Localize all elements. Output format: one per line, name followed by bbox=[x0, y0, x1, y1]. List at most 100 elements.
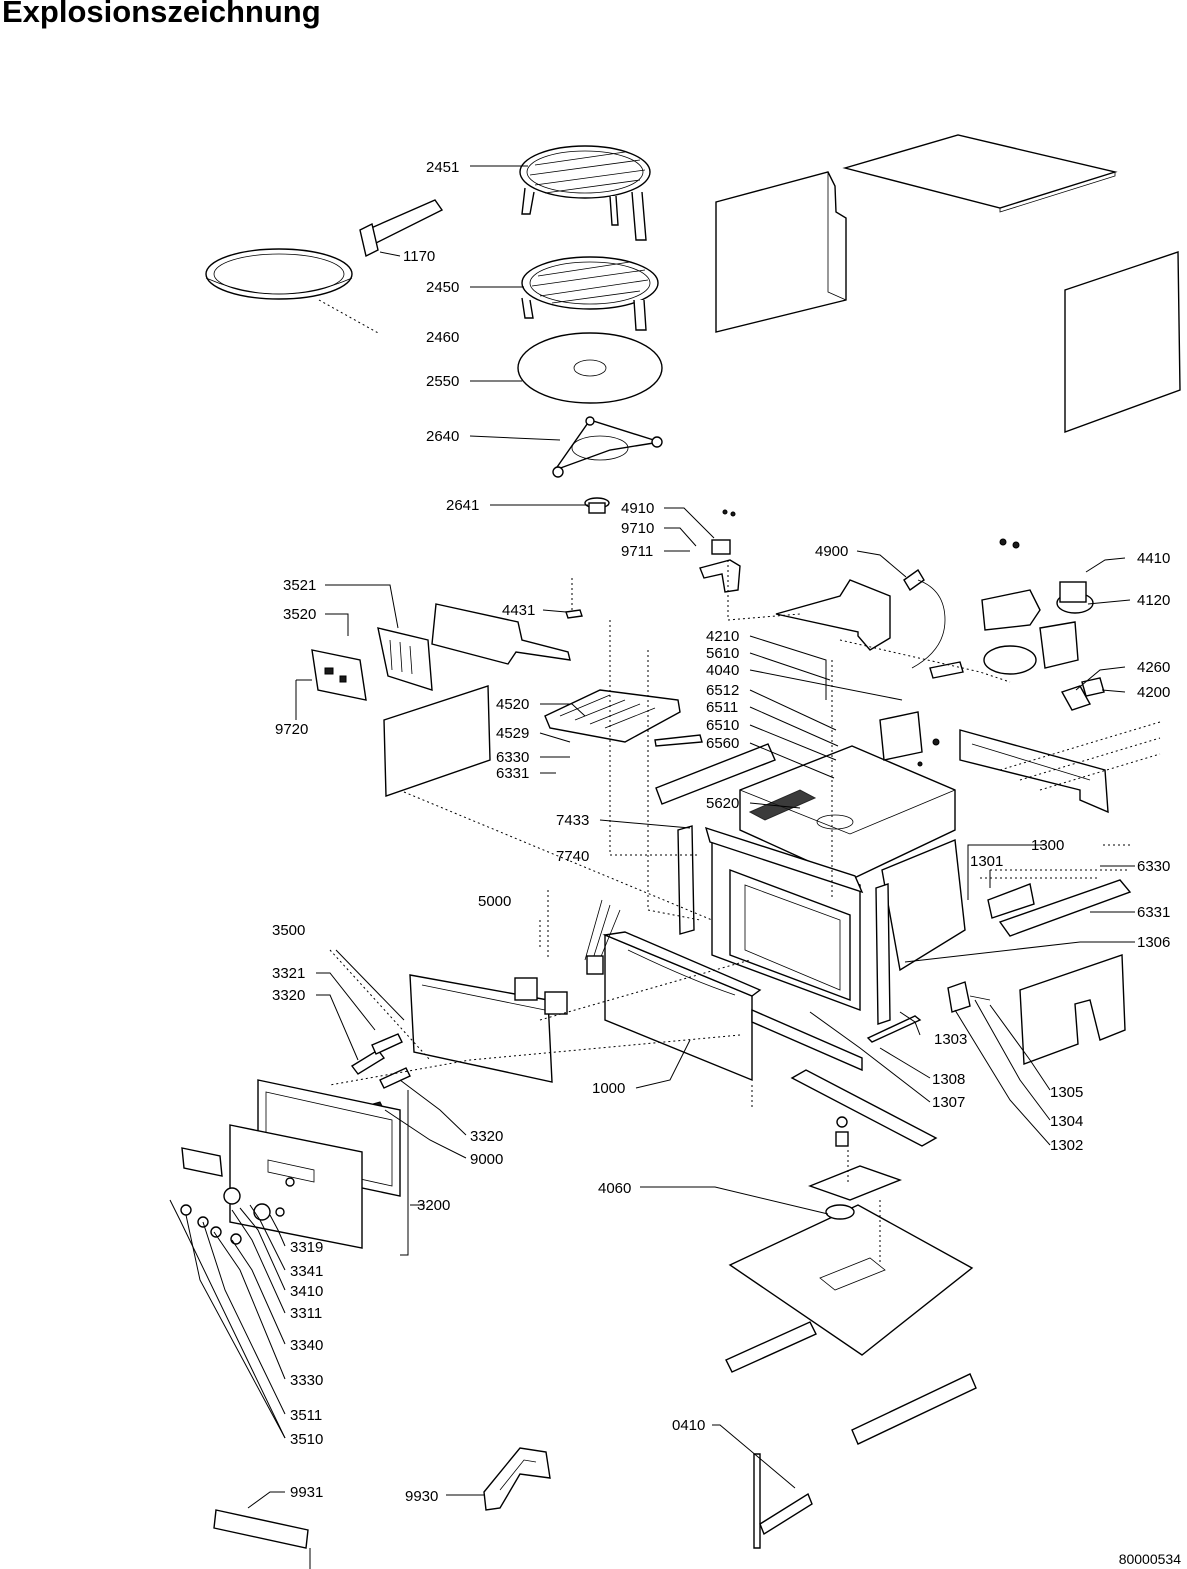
label-4060: 4060 bbox=[598, 1180, 631, 1197]
label-3340: 3340 bbox=[290, 1337, 323, 1354]
label-2641: 2641 bbox=[446, 497, 479, 514]
part-cavity-right-side bbox=[875, 838, 966, 1025]
part-front-frame bbox=[677, 825, 864, 1012]
part-cabinet-side-panel bbox=[715, 171, 847, 333]
assembly-guide-lines bbox=[318, 299, 1161, 1262]
label-4120: 4120 bbox=[1137, 592, 1170, 609]
part-2451-high-rack bbox=[519, 145, 651, 241]
part-3520-pcb bbox=[311, 649, 367, 701]
document-number: 80000534 bbox=[1118, 1551, 1181, 1567]
label-1307: 1307 bbox=[932, 1094, 965, 1111]
part-number-labels: 2451 1170 2450 2460 2550 2640 2641 4910 … bbox=[272, 159, 1170, 1505]
label-3320-upper: 3320 bbox=[272, 987, 305, 1004]
label-3200: 3200 bbox=[417, 1197, 450, 1214]
part-3521-control-board bbox=[377, 627, 433, 691]
label-1303: 1303 bbox=[934, 1031, 967, 1048]
part-4431-clip bbox=[565, 609, 583, 619]
part-1302-microswitch bbox=[947, 981, 991, 1013]
label-1300: 1300 bbox=[1031, 837, 1064, 854]
label-2640: 2640 bbox=[426, 428, 459, 445]
label-4210: 4210 bbox=[706, 628, 739, 645]
label-3410: 3410 bbox=[290, 1283, 323, 1300]
part-cabinet-top-panel bbox=[842, 134, 1118, 213]
part-front-control-panel bbox=[223, 1124, 363, 1249]
label-9710: 9710 bbox=[621, 520, 654, 537]
label-6512: 6512 bbox=[706, 682, 739, 699]
leader-lines bbox=[169, 165, 1135, 1569]
label-2550: 2550 bbox=[426, 373, 459, 390]
label-3511: 3511 bbox=[290, 1407, 322, 1424]
part-right-back-bracket bbox=[959, 729, 1109, 814]
label-3311: 3311 bbox=[290, 1305, 322, 1322]
part-1170-handle bbox=[359, 199, 444, 258]
part-5000-wiring bbox=[584, 899, 621, 975]
label-3321: 3321 bbox=[272, 965, 305, 982]
part-cabinet-back-panel bbox=[1064, 251, 1181, 434]
label-3330: 3330 bbox=[290, 1372, 323, 1389]
label-3341: 3341 bbox=[290, 1263, 323, 1280]
part-4060-base-plate bbox=[728, 1116, 974, 1356]
part-bottom-front-rail bbox=[751, 1008, 863, 1072]
label-7740: 7740 bbox=[556, 848, 589, 865]
label-0410: 0410 bbox=[672, 1417, 705, 1434]
label-3510: 3510 bbox=[290, 1431, 323, 1448]
label-5610: 5610 bbox=[706, 645, 739, 662]
part-1305-insulation bbox=[1019, 954, 1126, 1065]
label-6331-right: 6331 bbox=[1137, 904, 1170, 921]
label-1301: 1301 bbox=[970, 853, 1003, 870]
part-4910-bracket bbox=[699, 509, 741, 593]
label-1000: 1000 bbox=[592, 1080, 625, 1097]
label-6331-left: 6331 bbox=[496, 765, 529, 782]
label-3521: 3521 bbox=[283, 577, 316, 594]
label-3520: 3520 bbox=[283, 606, 316, 623]
part-5620-component bbox=[879, 711, 940, 767]
part-2641-coupler bbox=[584, 497, 610, 514]
label-6511: 6511 bbox=[706, 699, 738, 716]
part-bottom-rail bbox=[790, 1069, 938, 1147]
label-2451: 2451 bbox=[426, 159, 459, 176]
part-4410-motor bbox=[981, 538, 1094, 675]
part-3321-shafts bbox=[350, 1033, 411, 1089]
part-waveguide-cover bbox=[775, 579, 891, 651]
label-4529: 4529 bbox=[496, 725, 529, 742]
label-4260: 4260 bbox=[1137, 659, 1170, 676]
label-2460: 2460 bbox=[426, 329, 459, 346]
label-7433: 7433 bbox=[556, 812, 589, 829]
part-3510-plate bbox=[181, 1147, 223, 1177]
label-9000: 9000 bbox=[470, 1151, 503, 1168]
part-4900-sensor bbox=[903, 568, 964, 679]
part-left-side-plate bbox=[383, 685, 491, 797]
label-9711: 9711 bbox=[621, 543, 653, 560]
label-6560: 6560 bbox=[706, 735, 739, 752]
part-oven-cavity bbox=[739, 745, 956, 881]
label-1305: 1305 bbox=[1050, 1084, 1083, 1101]
part-upper-rail bbox=[431, 603, 571, 665]
part-9930-hook bbox=[483, 1447, 551, 1511]
label-4910: 4910 bbox=[621, 500, 654, 517]
label-1170: 1170 bbox=[403, 248, 435, 265]
label-4410: 4410 bbox=[1137, 550, 1170, 567]
label-6510: 6510 bbox=[706, 717, 739, 734]
part-1303-rod bbox=[866, 1015, 922, 1043]
label-1302: 1302 bbox=[1050, 1137, 1083, 1154]
part-2460-plate bbox=[205, 248, 353, 300]
label-2450: 2450 bbox=[426, 279, 459, 296]
label-3319: 3319 bbox=[290, 1239, 323, 1256]
part-3500-panel-carrier bbox=[409, 974, 568, 1083]
part-1000-door bbox=[602, 931, 762, 1082]
label-1304: 1304 bbox=[1050, 1113, 1083, 1130]
part-2450-low-rack bbox=[521, 256, 659, 331]
part-2640-roller bbox=[552, 416, 663, 478]
label-6330-left: 6330 bbox=[496, 749, 529, 766]
label-4520: 4520 bbox=[496, 696, 529, 713]
label-3500: 3500 bbox=[272, 922, 305, 939]
page-title: Explosionszeichnung bbox=[2, 0, 321, 29]
part-1301-switch-group bbox=[987, 879, 1132, 937]
part-4260-lamp bbox=[1060, 677, 1105, 711]
label-1308: 1308 bbox=[932, 1071, 965, 1088]
part-9931-strip bbox=[213, 1509, 309, 1549]
label-6330-right: 6330 bbox=[1137, 858, 1170, 875]
parts-artwork bbox=[180, 134, 1181, 1549]
label-4040: 4040 bbox=[706, 662, 739, 679]
